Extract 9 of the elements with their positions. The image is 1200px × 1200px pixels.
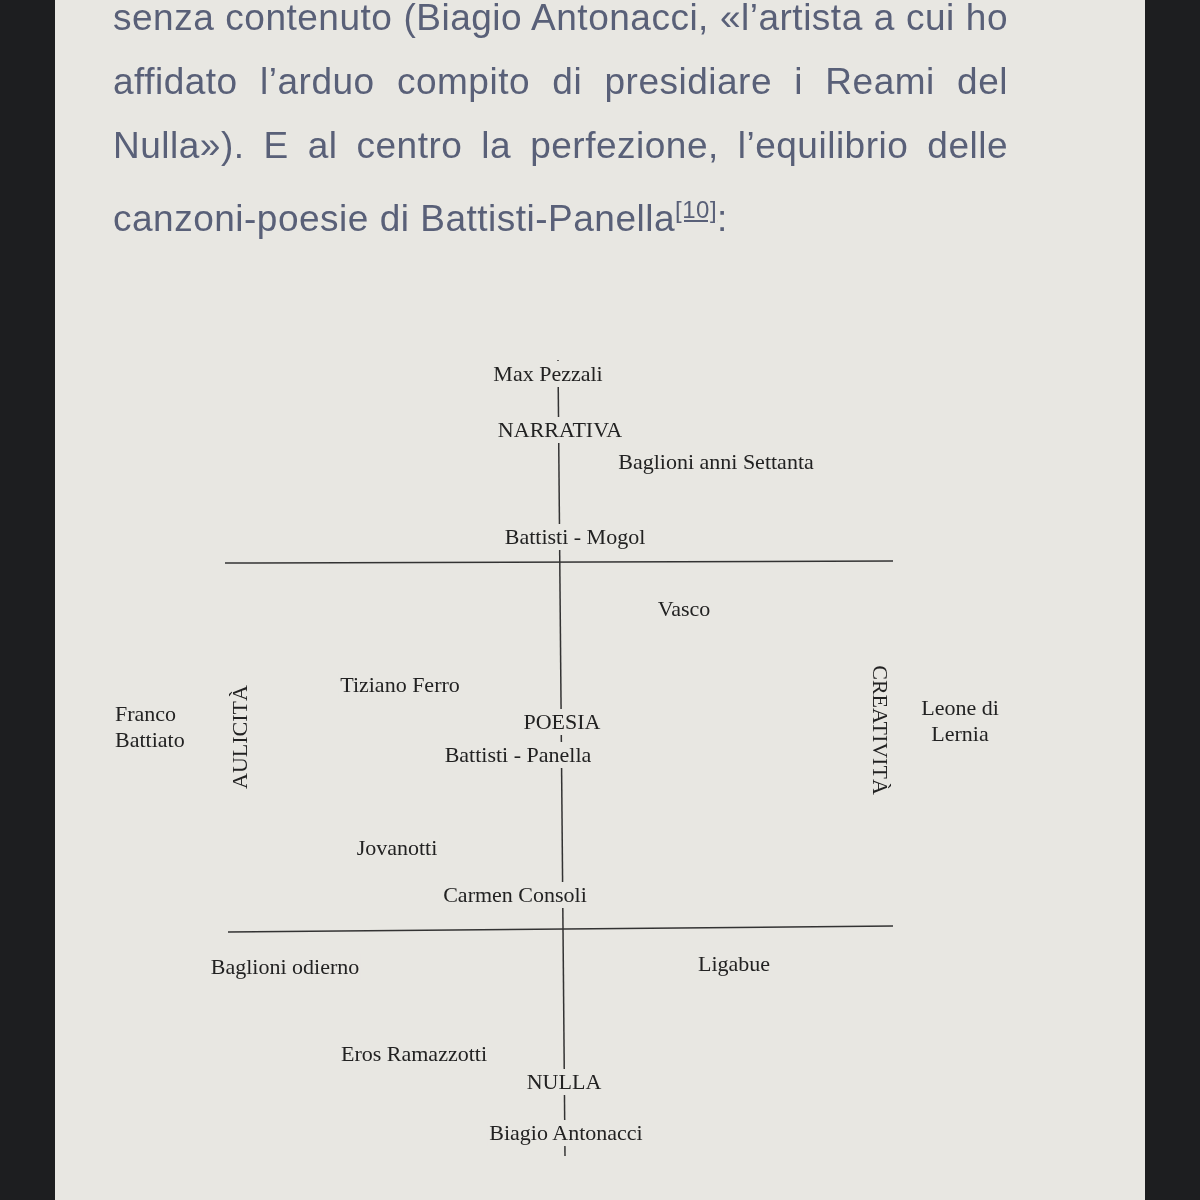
body-paragraph: senza contenuto (Biagio Antonacci, «l’artista a cui ho affidato l’arduo compito di presidiare i Reami del Nulla»). E al centro la perfezione, l’equilibrio delle canzoni-poesie di Battisti-Panella$^{[10]}$:: [113, 0, 1008, 242]
axis-label: NULLA: [524, 1069, 604, 1095]
axis-label: NARRATIVA: [495, 417, 625, 443]
artist-name: Battisti - Mogol: [502, 524, 648, 550]
artist-name: Carmen Consoli: [441, 882, 589, 908]
axis-label: POESIA: [521, 709, 603, 735]
artist-name: Battisti - Panella: [442, 742, 594, 768]
artist-name: Max Pezzali: [491, 361, 605, 387]
artist-name: Biagio Antonacci: [487, 1120, 645, 1146]
